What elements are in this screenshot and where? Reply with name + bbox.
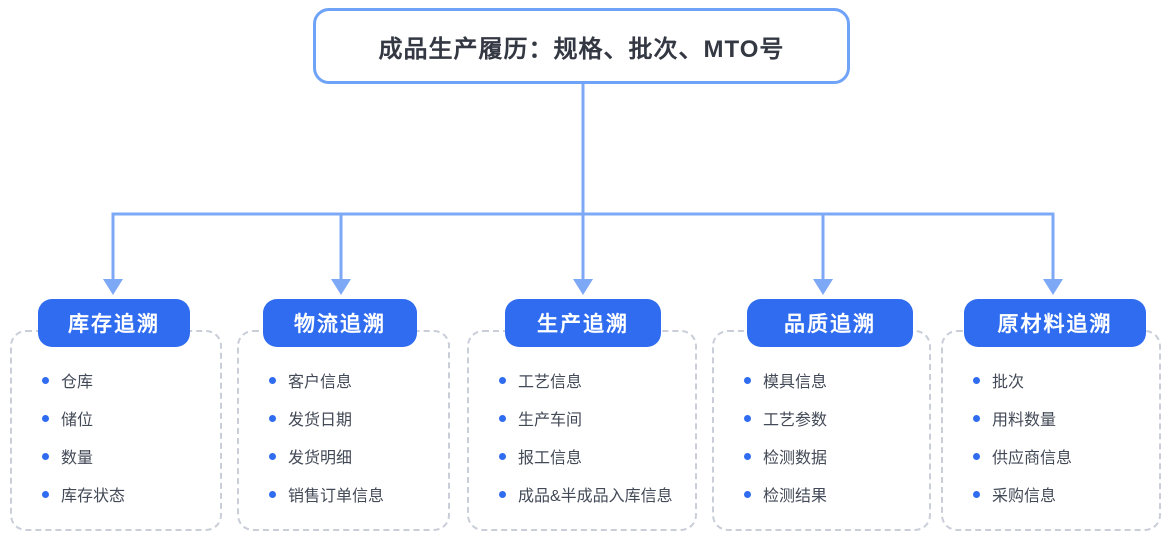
bullet-icon	[744, 490, 751, 498]
bullet-icon	[269, 376, 276, 384]
list-item-label: 检测数据	[763, 450, 828, 467]
branch-logistics: 客户信息 发货日期 发货明细 销售订单信息	[237, 330, 450, 531]
bullet-icon	[269, 452, 276, 460]
list-item-label: 客户信息	[288, 374, 353, 391]
branch-item-list: 批次 用料数量 供应商信息 采购信息	[943, 332, 1159, 505]
list-item: 用料数量	[973, 407, 1149, 429]
arrow-down-icon	[331, 279, 351, 295]
branch-item-list: 模具信息 工艺参数 检测数据 检测结果	[714, 332, 929, 505]
list-item: 库存状态	[42, 483, 210, 505]
list-item-label: 库存状态	[61, 488, 126, 505]
bullet-icon	[269, 414, 276, 422]
branch-item-list: 工艺信息 生产车间 报工信息 成品&半成品入库信息	[469, 332, 695, 505]
list-item-label: 仓库	[61, 374, 94, 391]
branch-header-label: 库存追溯	[68, 313, 160, 336]
bullet-icon	[269, 490, 276, 498]
root-node: 成品生产履历：规格、批次、MTO号	[313, 8, 850, 84]
branch-item-list: 仓库 储位 数量 库存状态	[12, 332, 220, 505]
list-item-label: 销售订单信息	[288, 488, 385, 505]
list-item: 工艺信息	[499, 369, 685, 391]
bullet-icon	[42, 490, 49, 498]
list-item-label: 采购信息	[992, 488, 1057, 505]
branch-header-quality: 品质追溯	[747, 299, 913, 347]
bullet-icon	[744, 414, 751, 422]
branch-header-label: 物流追溯	[294, 313, 386, 336]
branch-item-list: 客户信息 发货日期 发货明细 销售订单信息	[239, 332, 448, 505]
bullet-icon	[499, 452, 506, 460]
list-item: 报工信息	[499, 445, 685, 467]
branch-raw-material: 批次 用料数量 供应商信息 采购信息	[941, 330, 1161, 531]
arrow-down-icon	[103, 279, 123, 295]
arrow-down-icon	[813, 279, 833, 295]
bullet-icon	[973, 414, 980, 422]
root-node-label: 成品生产履历：规格、批次、MTO号	[378, 35, 785, 63]
branch-header-label: 品质追溯	[784, 313, 876, 336]
branch-header-label: 原材料追溯	[997, 313, 1113, 336]
branch-inventory: 仓库 储位 数量 库存状态	[10, 330, 222, 531]
bullet-icon	[499, 414, 506, 422]
list-item-label: 工艺参数	[763, 412, 828, 429]
list-item: 数量	[42, 445, 210, 467]
branch-production: 工艺信息 生产车间 报工信息 成品&半成品入库信息	[467, 330, 697, 531]
list-item-label: 数量	[61, 450, 94, 467]
bullet-icon	[744, 452, 751, 460]
list-item: 工艺参数	[744, 407, 919, 429]
list-item-label: 工艺信息	[518, 374, 583, 391]
list-item-label: 批次	[992, 374, 1025, 391]
list-item-label: 模具信息	[763, 374, 828, 391]
list-item: 批次	[973, 369, 1149, 391]
bullet-icon	[973, 490, 980, 498]
branch-header-raw-material: 原材料追溯	[964, 299, 1146, 347]
bullet-icon	[973, 376, 980, 384]
list-item-label: 生产车间	[518, 412, 583, 429]
list-item-label: 储位	[61, 412, 94, 429]
branch-header-inventory: 库存追溯	[38, 299, 190, 347]
list-item: 检测数据	[744, 445, 919, 467]
list-item: 生产车间	[499, 407, 685, 429]
bullet-icon	[42, 376, 49, 384]
list-item-label: 报工信息	[518, 450, 583, 467]
bullet-icon	[499, 490, 506, 498]
arrow-down-icon	[573, 279, 593, 295]
branch-quality: 模具信息 工艺参数 检测数据 检测结果	[712, 330, 931, 531]
bullet-icon	[973, 452, 980, 460]
list-item: 检测结果	[744, 483, 919, 505]
bullet-icon	[42, 452, 49, 460]
list-item: 储位	[42, 407, 210, 429]
list-item: 模具信息	[744, 369, 919, 391]
list-item-label: 成品&半成品入库信息	[518, 488, 673, 505]
list-item-label: 用料数量	[992, 412, 1057, 429]
bullet-icon	[744, 376, 751, 384]
list-item: 发货日期	[269, 407, 438, 429]
branch-header-logistics: 物流追溯	[263, 299, 417, 347]
list-item: 仓库	[42, 369, 210, 391]
list-item: 销售订单信息	[269, 483, 438, 505]
branch-header-label: 生产追溯	[537, 313, 629, 336]
list-item: 客户信息	[269, 369, 438, 391]
list-item: 发货明细	[269, 445, 438, 467]
list-item-label: 发货日期	[288, 412, 353, 429]
bullet-icon	[499, 376, 506, 384]
arrow-down-icon	[1043, 279, 1063, 295]
list-item-label: 供应商信息	[992, 450, 1073, 467]
bullet-icon	[42, 414, 49, 422]
branch-header-production: 生产追溯	[505, 299, 661, 347]
connector-rail	[111, 212, 1055, 281]
list-item-label: 检测结果	[763, 488, 828, 505]
list-item: 成品&半成品入库信息	[499, 483, 685, 505]
list-item-label: 发货明细	[288, 450, 353, 467]
list-item: 供应商信息	[973, 445, 1149, 467]
list-item: 采购信息	[973, 483, 1149, 505]
